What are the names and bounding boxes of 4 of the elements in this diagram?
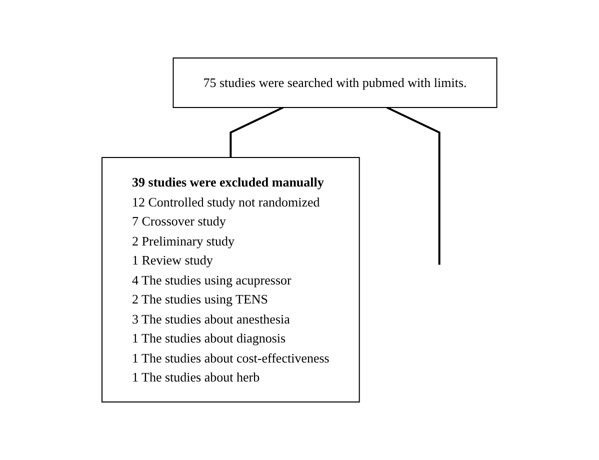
node-box: 75 studies were searched with pubmed with limits. [172, 58, 498, 108]
connector [386, 106, 440, 265]
node-box: 39 studies were excluded manually 12 Controlled study not randomized 7 Crossover study 2 Preliminary study 1 Review study 4 The studies using acupressor 2 The studies using TENS 3 The studies about anesthesia 1 The studies about diagnosis 1 The studies about cost-effectiveness 1 The studies about herb [102, 157, 360, 402]
connector [230, 106, 284, 158]
